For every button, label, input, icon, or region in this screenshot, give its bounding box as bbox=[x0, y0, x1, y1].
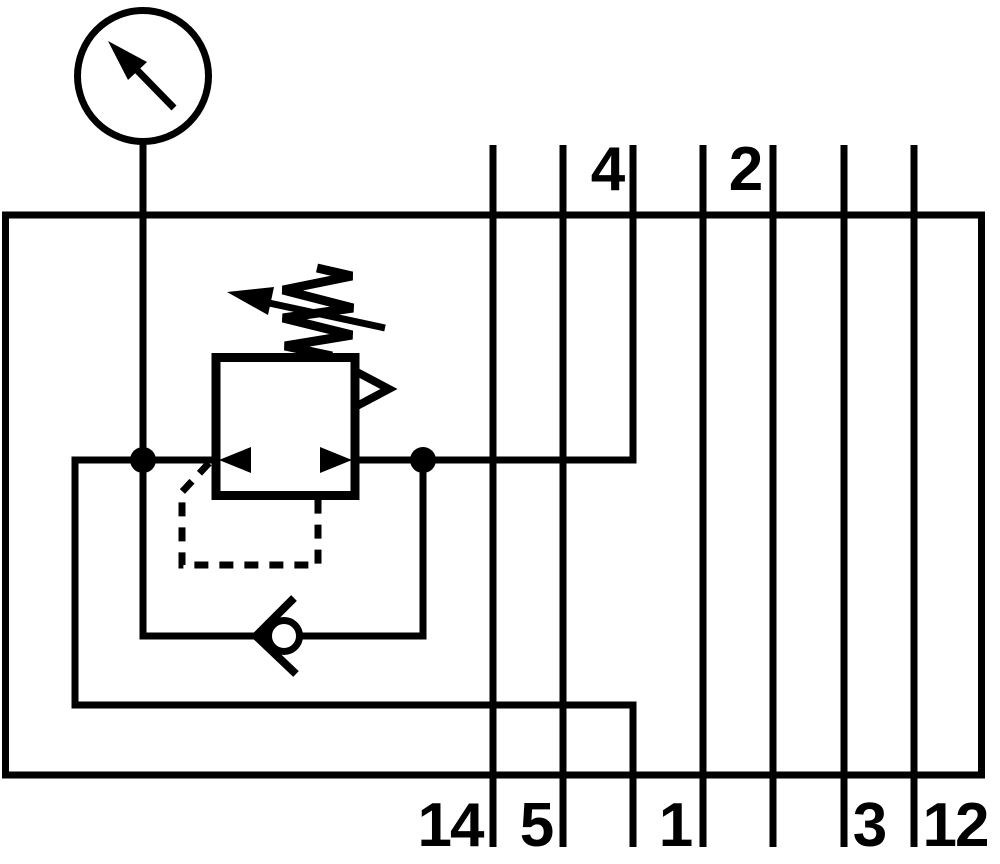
channel-lines bbox=[489, 145, 918, 847]
port-label-3: 3 bbox=[853, 791, 886, 860]
gauge-needle-tip-icon bbox=[108, 41, 147, 80]
adjustment-arrow-head-icon bbox=[227, 287, 274, 315]
port-labels: 4 2 14 5 1 3 12 bbox=[418, 135, 990, 860]
pressure-regulator-icon bbox=[211, 263, 398, 500]
junction-dot-right bbox=[410, 447, 436, 473]
junction-dot-left bbox=[130, 447, 156, 473]
check-valve-seat bbox=[250, 595, 299, 677]
port-label-12: 12 bbox=[923, 791, 988, 860]
flow-arrow-right-icon bbox=[320, 447, 352, 473]
regulator-box bbox=[211, 353, 360, 500]
adjustment-arrow-shaft bbox=[254, 296, 386, 332]
port-label-1: 1 bbox=[659, 791, 692, 860]
port-label-14: 14 bbox=[418, 791, 485, 860]
port-label-4: 4 bbox=[591, 135, 626, 204]
gauge-needle bbox=[131, 64, 177, 111]
pilot-line-dashed-path bbox=[178, 460, 322, 569]
check-valve-icon bbox=[250, 595, 303, 677]
port-label-5: 5 bbox=[520, 791, 553, 860]
port-label-2: 2 bbox=[729, 135, 761, 204]
relief-vent-icon bbox=[353, 367, 398, 411]
flow-arrow-left-icon bbox=[219, 447, 251, 473]
pressure-gauge-icon bbox=[74, 7, 212, 145]
check-valve-ball bbox=[265, 617, 303, 655]
